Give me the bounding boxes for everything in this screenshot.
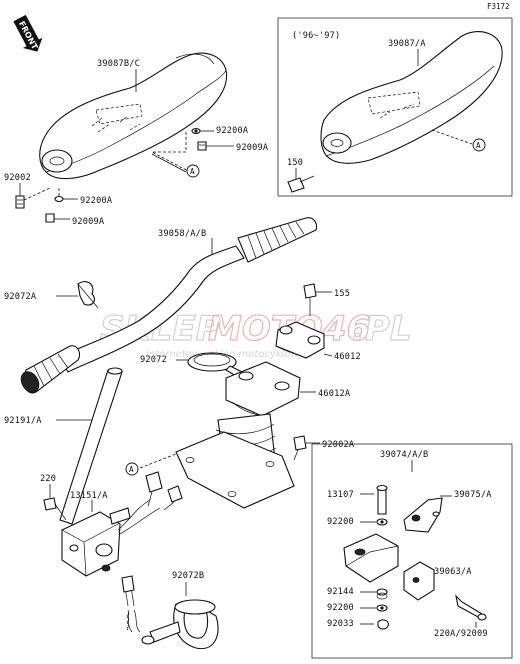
bolt-92002 (15, 195, 25, 209)
label-92072a: 92072A (4, 292, 37, 302)
label-155: 155 (334, 289, 350, 299)
label-92200a-1: 92200A (216, 126, 249, 136)
lever-39075 (403, 497, 443, 533)
tube-92191 (59, 367, 123, 525)
band-92072b (121, 575, 219, 650)
label-92072b: 92072B (172, 571, 204, 581)
bolt-150 (287, 175, 315, 193)
label-92200: 92200 (327, 517, 354, 527)
label-92144: 92144 (327, 587, 354, 597)
clip-92033 (377, 619, 389, 630)
label-39075: 39075/A (454, 490, 492, 500)
label-46012a: 46012A (318, 389, 351, 399)
label-220a: 220A/92009 (434, 629, 488, 639)
ref-marker-a-1-text: A (190, 167, 195, 176)
label-92009a-2: 92009A (72, 217, 105, 227)
label-92191: 92191/A (4, 416, 42, 426)
clip-92072a (77, 281, 99, 309)
label-92072: 92072 (140, 355, 167, 365)
screw-220 (43, 497, 67, 521)
label-92002: 92002 (4, 173, 31, 183)
holder-46012a (225, 361, 301, 417)
washer-92200a-2 (54, 195, 64, 203)
bolt-155 (303, 283, 317, 316)
ref-marker-a-3 (125, 462, 139, 476)
switch-13151 (61, 471, 183, 577)
inset-box-39074 (311, 443, 513, 659)
ref-marker-a-2 (472, 138, 486, 152)
bracket-39063 (403, 561, 435, 601)
steering-bellows (175, 413, 295, 509)
label-39058: 39058/A/B (158, 229, 206, 239)
label-150: 150 (287, 158, 303, 168)
diagram-code: F3172 (487, 2, 510, 11)
bolt-92002a (293, 435, 307, 461)
handlebar-cover-a (320, 31, 503, 164)
inset-box-96-97 (277, 17, 513, 197)
washer-92200 (376, 518, 388, 526)
bolt-92009a-2 (45, 213, 55, 223)
label-92002a: 92002A (322, 440, 355, 450)
inset-title: ('96~'97) (292, 31, 340, 41)
spring-92144 (376, 588, 388, 600)
ref-marker-a-2-text: A (476, 141, 481, 150)
washer-92200b (376, 604, 388, 612)
ref-marker-a-1 (186, 164, 200, 178)
label-92009a-1: 92009A (236, 143, 269, 153)
screw-92200a-1 (191, 127, 201, 135)
label-39063: 39063/A (434, 567, 472, 577)
label-39087a: 39087/A (388, 39, 426, 49)
label-92200a-2: 92200A (80, 196, 113, 206)
label-13151: 13151/A (70, 491, 108, 501)
label-92200b: 92200 (327, 603, 354, 613)
handlebar-39058 (20, 217, 318, 394)
label-92033: 92033 (327, 619, 354, 629)
label-39087bc: 39087B/C (97, 59, 140, 69)
front-arrow-icon: FRONT (13, 14, 43, 52)
bracket-39063-body (343, 533, 399, 583)
pin-13107 (376, 484, 388, 515)
bolt-220a (455, 594, 487, 621)
ref-marker-a-3-text: A (129, 465, 134, 474)
label-13107: 13107 (327, 490, 354, 500)
holder-46012 (275, 321, 325, 359)
label-46012: 46012 (334, 352, 361, 362)
watermark-brand-3: .PL (352, 309, 412, 349)
label-39074: 39074/A/B (380, 450, 428, 460)
label-220: 220 (40, 474, 56, 484)
bolt-92009a-1 (197, 141, 207, 151)
handlebar-cover-bc (39, 52, 228, 180)
